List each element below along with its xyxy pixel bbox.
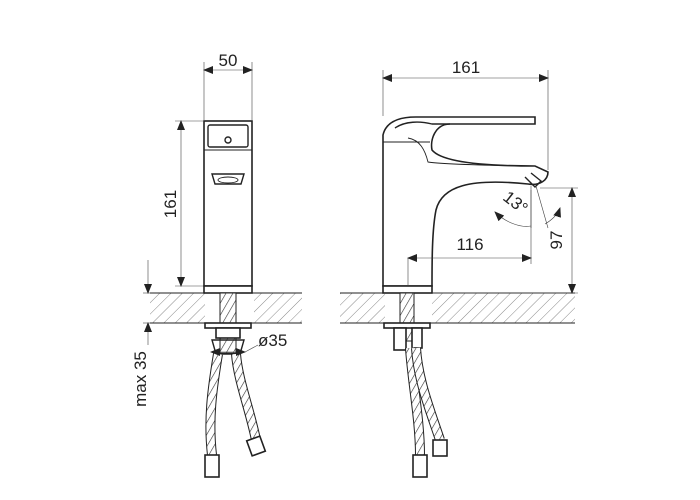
side-clamp-nut xyxy=(393,327,407,351)
side-faucet-body xyxy=(382,116,549,287)
dim-height-label: 161 xyxy=(161,190,180,218)
side-base-flange xyxy=(382,285,433,294)
front-lever xyxy=(207,124,249,148)
side-lever-curve xyxy=(407,137,531,167)
dim-diameter-label: ø35 xyxy=(258,331,287,350)
front-hose-fitting-left xyxy=(204,454,220,478)
side-lever xyxy=(394,121,450,129)
front-hose-fitting-right xyxy=(245,435,267,457)
side-countertop-right xyxy=(432,293,575,323)
side-aerator xyxy=(524,172,543,188)
dim-max-thickness-label: max 35 xyxy=(131,351,150,407)
front-view: 50 161 max 35 ø35 xyxy=(131,51,302,478)
front-countertop-right xyxy=(254,293,302,323)
dim-reach-label: 116 xyxy=(456,235,483,254)
front-clamp-nut xyxy=(215,327,241,339)
front-faucet-body xyxy=(203,120,253,287)
dim-width-label: 50 xyxy=(219,51,238,70)
front-countertop-left xyxy=(150,293,205,323)
dim-spout-height-label: 97 xyxy=(547,231,566,250)
front-aerator xyxy=(211,173,245,185)
side-hose-fitting-right xyxy=(432,439,448,457)
side-clamp-bracket xyxy=(411,327,423,349)
side-hose-fitting-left xyxy=(412,454,428,478)
front-base-flange xyxy=(203,285,253,294)
side-view: 161 116 97 13° xyxy=(340,58,578,478)
dim-angle-label: 13° xyxy=(499,187,531,218)
side-countertop-left xyxy=(340,293,385,323)
dim-arc-angle xyxy=(494,211,532,227)
front-lever-screw-icon xyxy=(224,136,232,144)
dim-length-label: 161 xyxy=(452,58,480,77)
side-clamp-plate xyxy=(383,322,431,329)
